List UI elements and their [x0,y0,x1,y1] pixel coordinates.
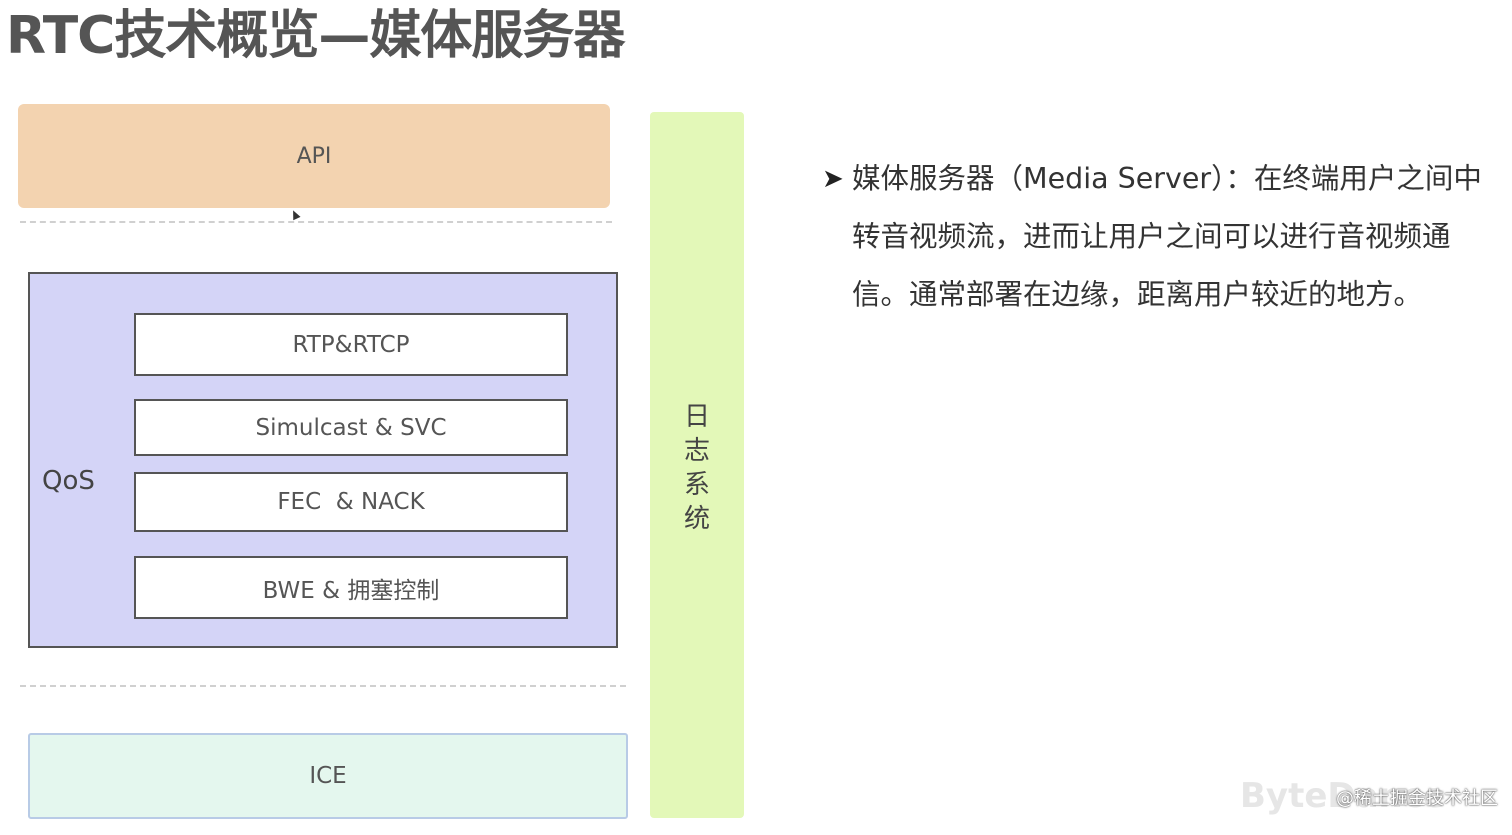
qos-item-rtp-rtcp: RTP&RTCP [134,313,568,376]
qos-label: QoS [42,466,95,496]
qos-item-fec-nack: FEC & NACK [134,472,568,532]
api-label: API [296,143,332,169]
log-system-box [650,112,744,818]
divider-top [20,221,612,223]
log-char: 日 [683,402,710,432]
watermark-text: @稀土掘金技术社区 [1336,788,1498,809]
log-char: 统 [683,504,710,534]
bullet-arrow-icon: ➤ [822,164,844,194]
log-char: 志 [683,436,710,466]
bytedance-logo: ByteDance [1240,776,1446,816]
ice-label: ICE [309,763,347,789]
bullet-text: 媒体服务器（Media Server）：在终端用户之间中转音视频流，进而让用户之… [852,162,1482,311]
divider-bottom [20,685,626,687]
log-char: 系 [683,470,710,500]
qos-item-simulcast-svc: Simulcast & SVC [134,399,568,456]
api-box: API [18,104,610,208]
ice-box: ICE [28,733,628,819]
page-title: RTC技术概览—媒体服务器 [6,6,625,66]
log-system-label: 日 志 系 统 [650,400,744,536]
mouse-cursor-icon [289,208,301,221]
qos-item-bwe: BWE & 拥塞控制 [134,556,568,619]
